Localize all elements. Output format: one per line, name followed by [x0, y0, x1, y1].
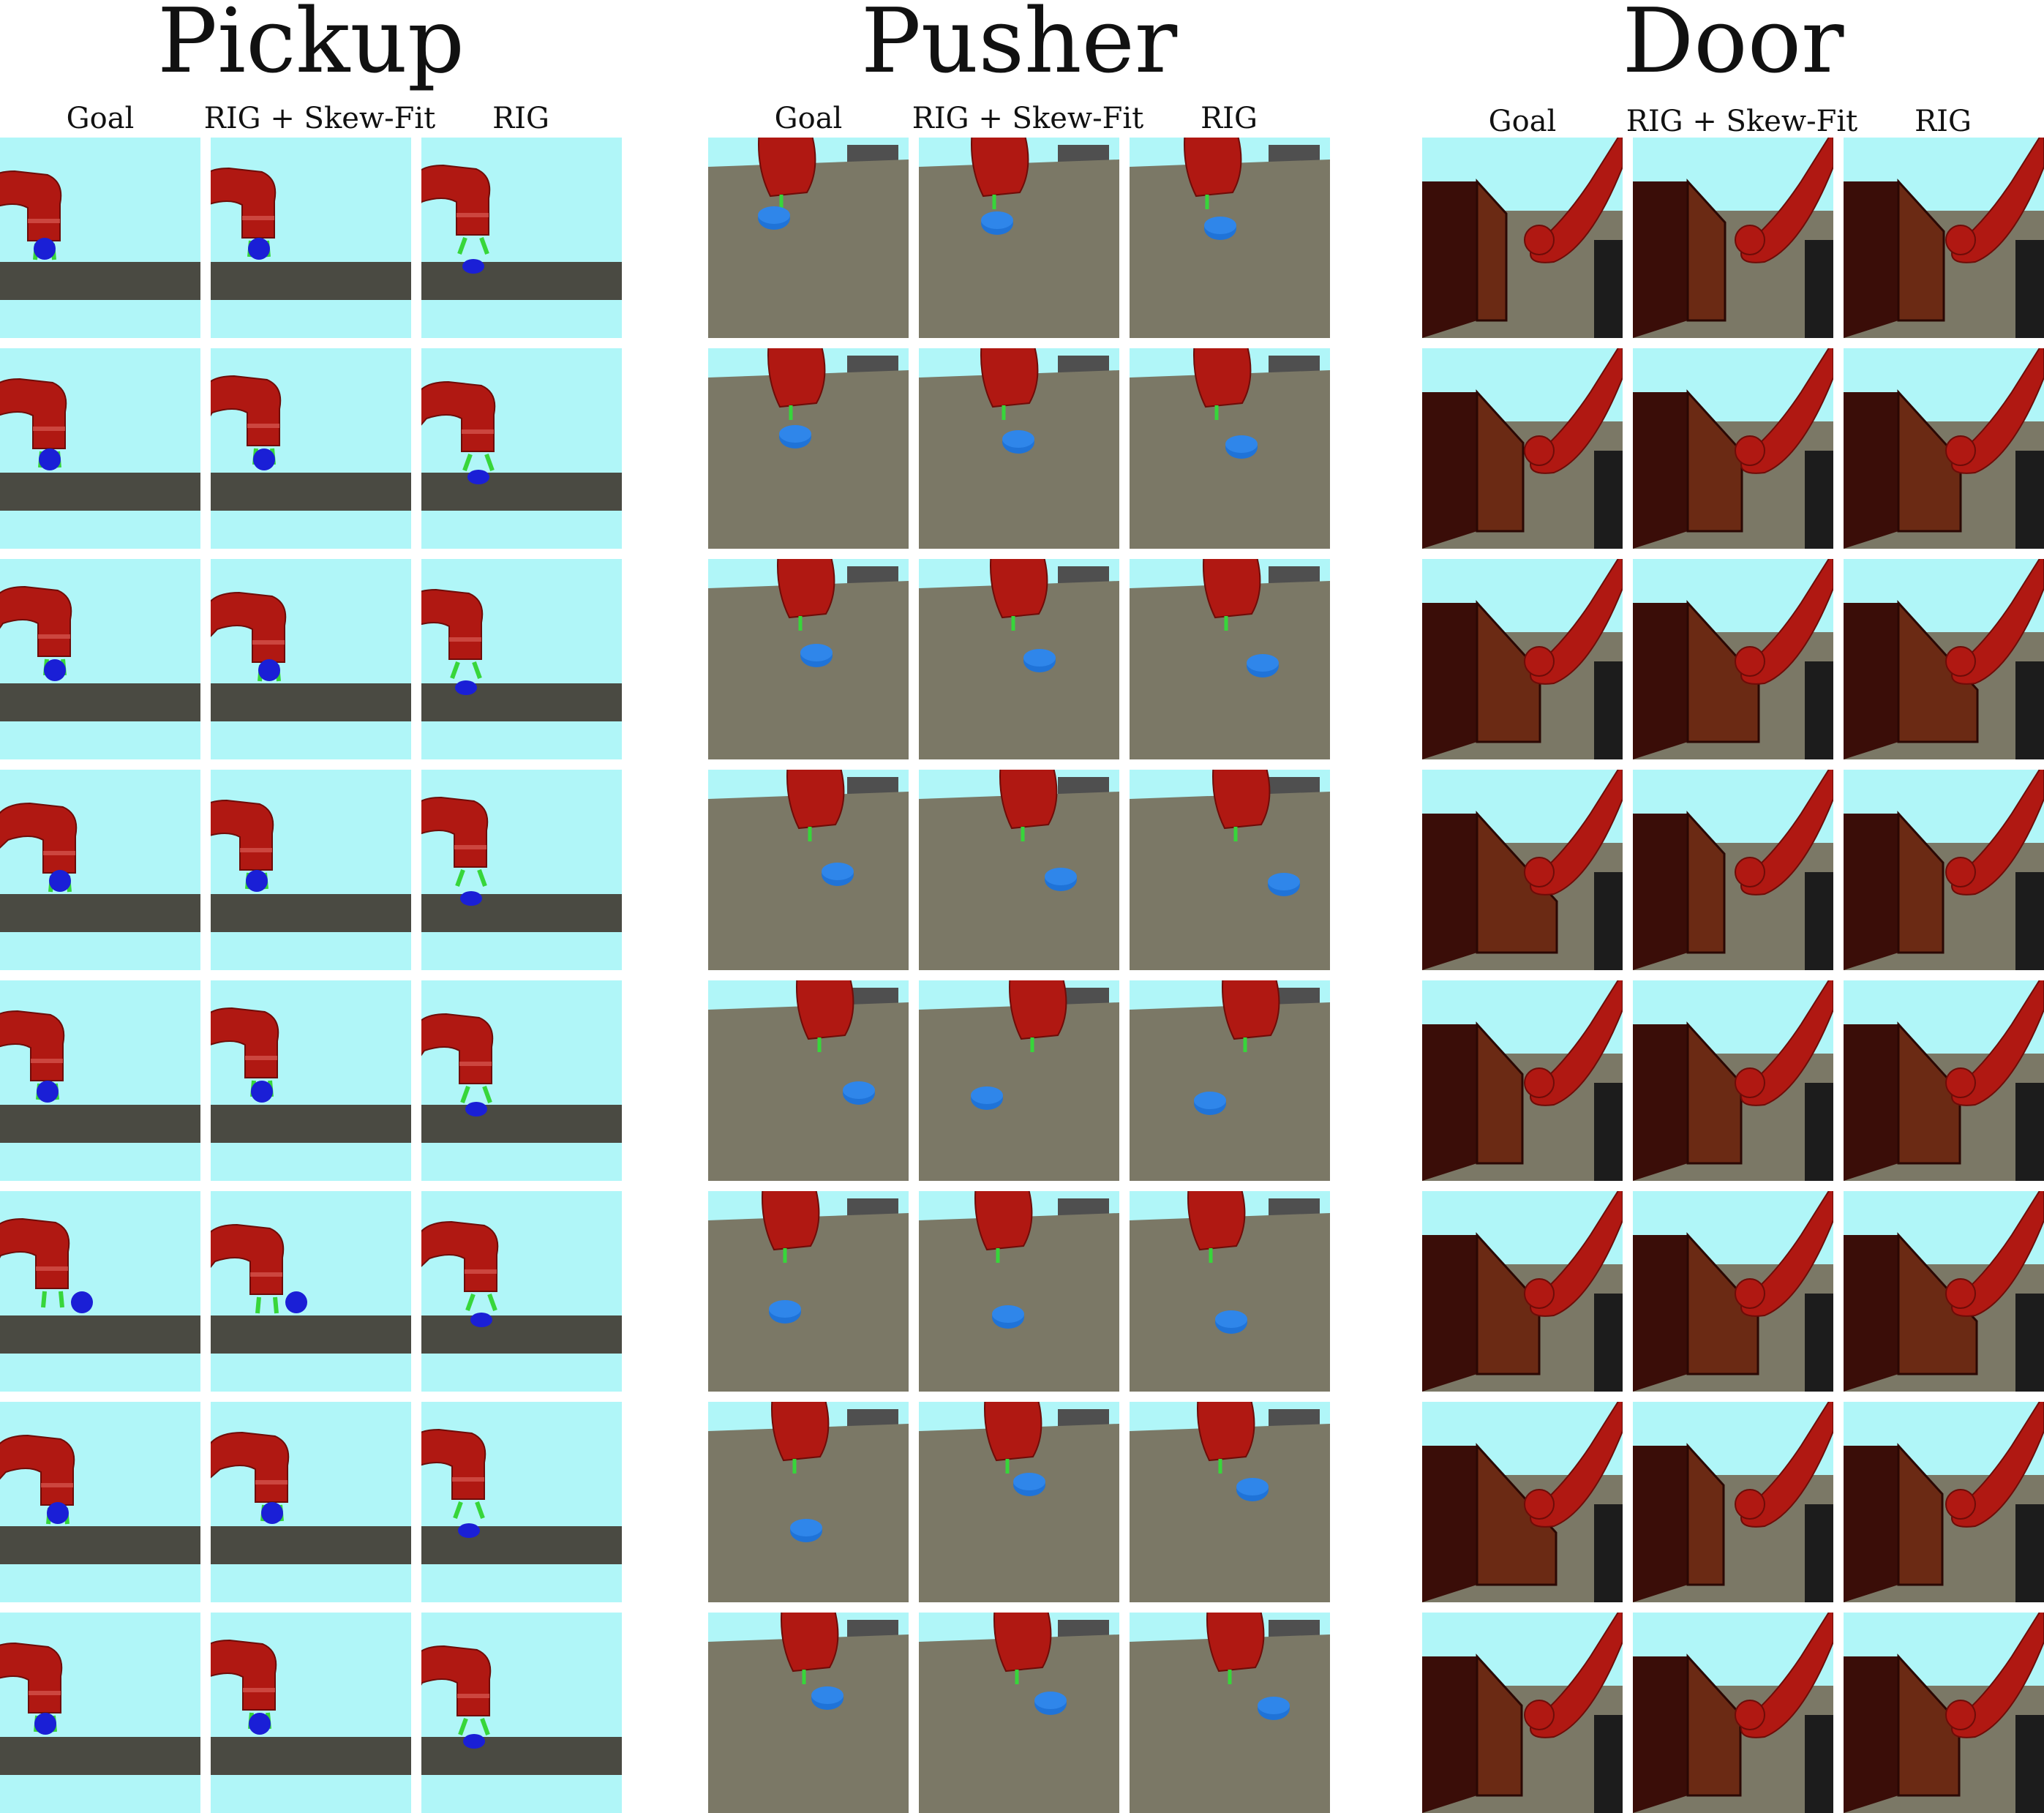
pickup-frame-rig-row-5 [421, 980, 622, 1181]
pickup-frame-skewfit-row-7 [211, 1402, 411, 1602]
door-frame-skewfit-row-8 [1633, 1613, 1833, 1813]
pickup-frame-rig-row-7 [421, 1402, 622, 1602]
pusher-frame-skewfit-row-7 [919, 1402, 1119, 1602]
door-col-skewfit-label: RIG + Skew-Fit [1626, 105, 1858, 138]
pusher-frame-goal-row-6 [708, 1191, 909, 1392]
pusher-frame-rig-row-6 [1130, 1191, 1330, 1392]
door-frame-goal-row-2 [1422, 348, 1623, 549]
door-frame-skewfit-row-2 [1633, 348, 1833, 549]
pusher-frame-goal-row-1 [708, 138, 909, 338]
pusher-frame-skewfit-row-8 [919, 1613, 1119, 1813]
pusher-frame-rig-row-7 [1130, 1402, 1330, 1602]
pickup-frame-rig-row-4 [421, 770, 622, 970]
pusher-frame-goal-row-4 [708, 770, 909, 970]
pusher-frame-skewfit-row-5 [919, 980, 1119, 1181]
pusher-frame-goal-row-2 [708, 348, 909, 549]
pickup-frame-skewfit-row-1 [211, 138, 411, 338]
pusher-frame-rig-row-4 [1130, 770, 1330, 970]
door-frame-rig-row-8 [1844, 1613, 2044, 1813]
pusher-col-skewfit-label: RIG + Skew-Fit [912, 102, 1144, 135]
pusher-frame-goal-row-8 [708, 1613, 909, 1813]
pusher-col-rig-label: RIG [1201, 102, 1258, 135]
pickup-col-goal-label: Goal [66, 102, 135, 135]
door-frame-rig-row-2 [1844, 348, 2044, 549]
door-frame-rig-row-4 [1844, 770, 2044, 970]
pusher-frame-skewfit-row-1 [919, 138, 1119, 338]
pickup-frame-skewfit-row-8 [211, 1613, 411, 1813]
pickup-frame-rig-row-1 [421, 138, 622, 338]
door-frame-goal-row-3 [1422, 559, 1623, 759]
pickup-frame-rig-row-6 [421, 1191, 622, 1392]
pickup-frame-rig-row-2 [421, 348, 622, 549]
door-frame-rig-row-5 [1844, 980, 2044, 1181]
door-frame-skewfit-row-6 [1633, 1191, 1833, 1392]
door-frame-skewfit-row-5 [1633, 980, 1833, 1181]
door-frame-goal-row-4 [1422, 770, 1623, 970]
pusher-frame-skewfit-row-3 [919, 559, 1119, 759]
pusher-frame-rig-row-2 [1130, 348, 1330, 549]
pickup-col-skewfit-label: RIG + Skew-Fit [203, 102, 436, 135]
pickup-frame-skewfit-row-4 [211, 770, 411, 970]
pusher-frame-goal-row-3 [708, 559, 909, 759]
pickup-frame-goal-row-8 [0, 1613, 200, 1813]
pickup-frame-skewfit-row-3 [211, 559, 411, 759]
door-frame-rig-row-1 [1844, 138, 2044, 338]
pickup-frame-skewfit-row-6 [211, 1191, 411, 1392]
door-frame-rig-row-6 [1844, 1191, 2044, 1392]
door-frame-goal-row-8 [1422, 1613, 1623, 1813]
pickup-frame-rig-row-3 [421, 559, 622, 759]
door-frame-goal-row-6 [1422, 1191, 1623, 1392]
pickup-frame-goal-row-6 [0, 1191, 200, 1392]
pusher-title: Pusher [860, 0, 1178, 93]
pusher-frame-rig-row-3 [1130, 559, 1330, 759]
pickup-col-rig-label: RIG [492, 102, 549, 135]
door-frame-rig-row-7 [1844, 1402, 2044, 1602]
door-col-rig-label: RIG [1915, 105, 1972, 138]
door-frame-goal-row-7 [1422, 1402, 1623, 1602]
pickup-frame-goal-row-4 [0, 770, 200, 970]
pusher-frame-goal-row-7 [708, 1402, 909, 1602]
pickup-frame-goal-row-3 [0, 559, 200, 759]
door-frame-skewfit-row-7 [1633, 1402, 1833, 1602]
pusher-frame-rig-row-5 [1130, 980, 1330, 1181]
pickup-frame-goal-row-5 [0, 980, 200, 1181]
pusher-col-goal-label: Goal [774, 102, 843, 135]
pickup-title: Pickup [157, 0, 465, 93]
pickup-frame-goal-row-1 [0, 138, 200, 338]
pickup-frame-skewfit-row-2 [211, 348, 411, 549]
pusher-frame-rig-row-8 [1130, 1613, 1330, 1813]
door-title: Door [1622, 0, 1844, 93]
door-frame-skewfit-row-3 [1633, 559, 1833, 759]
door-frame-rig-row-3 [1844, 559, 2044, 759]
door-frame-skewfit-row-1 [1633, 138, 1833, 338]
pusher-frame-rig-row-1 [1130, 138, 1330, 338]
pusher-frame-skewfit-row-4 [919, 770, 1119, 970]
door-frame-goal-row-5 [1422, 980, 1623, 1181]
door-col-goal-label: Goal [1488, 105, 1557, 138]
pickup-frame-goal-row-2 [0, 348, 200, 549]
pusher-frame-skewfit-row-2 [919, 348, 1119, 549]
pickup-frame-goal-row-7 [0, 1402, 200, 1602]
door-frame-skewfit-row-4 [1633, 770, 1833, 970]
pusher-frame-goal-row-5 [708, 980, 909, 1181]
door-frame-goal-row-1 [1422, 138, 1623, 338]
pickup-frame-skewfit-row-5 [211, 980, 411, 1181]
pusher-frame-skewfit-row-6 [919, 1191, 1119, 1392]
pickup-frame-rig-row-8 [421, 1613, 622, 1813]
